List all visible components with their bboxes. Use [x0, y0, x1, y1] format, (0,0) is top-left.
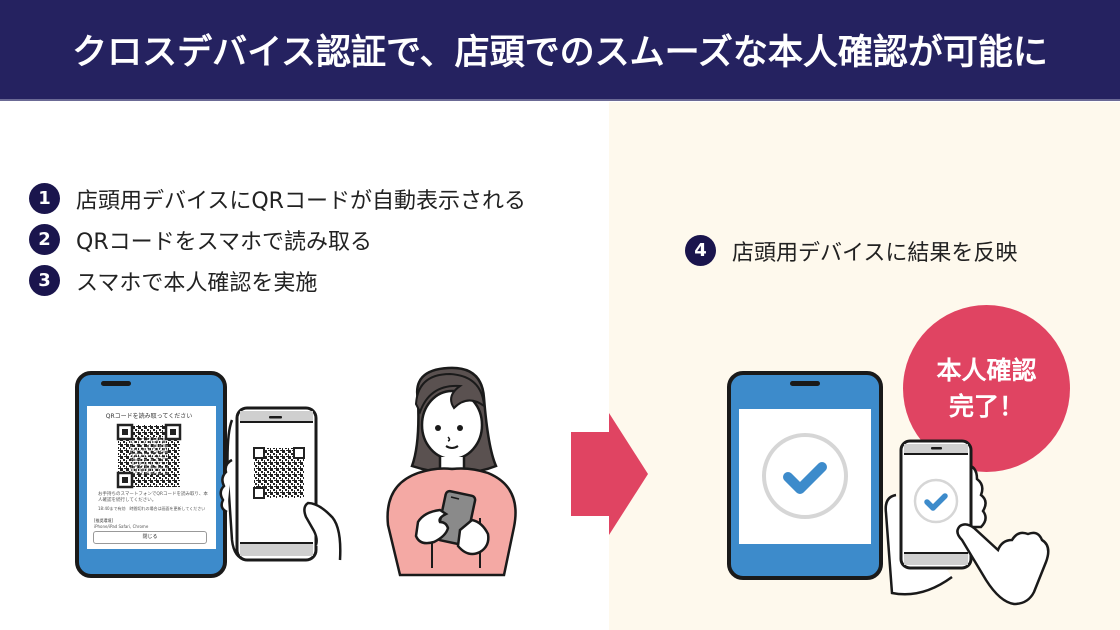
page-header: クロスデバイス認証で、店頭でのスムーズな本人確認が可能に: [0, 0, 1120, 101]
step-label-3: スマホで本人確認を実施: [76, 270, 318, 296]
badge-line-2: 完了！: [948, 391, 1024, 421]
steps-list: 1 店頭用デバイスにQRコードが自動表示される 2 QRコードをスマホで読み取る…: [29, 178, 526, 301]
step-number-1: 1: [29, 183, 60, 214]
woman-using-phone-icon: [386, 366, 517, 577]
verification-complete-badge: 本人確認 完了！: [903, 305, 1070, 472]
step-label-1: 店頭用デバイスにQRコードが自動表示される: [76, 188, 526, 214]
qr-screen-note: お手持ちのスマートフォンでQRコードを読み取り、本人確認を続行してください。: [98, 492, 208, 503]
step-number-4: 4: [685, 235, 716, 266]
qr-code-icon: [116, 423, 182, 489]
step-1: 1 店頭用デバイスにQRコードが自動表示される: [29, 178, 526, 219]
store-tablet-complete-icon: [727, 371, 883, 580]
qr-screen-expiry: 18:40まで有効 時間切れの場合は画面を更新してください: [98, 506, 206, 511]
smartphone-qr-icon: [219, 406, 342, 562]
step-label-2: QRコードをスマホで読み取る: [76, 229, 372, 255]
step-number-3: 3: [29, 265, 60, 296]
step-4: 4 店頭用デバイスに結果を反映: [685, 230, 1017, 271]
arrow-right-icon: [571, 413, 648, 535]
qr-screen-env-value: iPhone/iPad Safari, Chrome: [94, 524, 149, 529]
step-number-2: 2: [29, 224, 60, 255]
step-3: 3 スマホで本人確認を実施: [29, 260, 526, 301]
qr-screen-env-label: [推奨環境]: [94, 518, 114, 523]
badge-line-1: 本人確認: [936, 355, 1037, 385]
qr-close-button[interactable]: 閉じる: [93, 531, 207, 544]
step-2: 2 QRコードをスマホで読み取る: [29, 219, 526, 260]
step-label-4: 店頭用デバイスに結果を反映: [732, 240, 1018, 266]
page-title: クロスデバイス認証で、店頭でのスムーズな本人確認が可能に: [72, 33, 1048, 73]
qr-screen-title: QRコードを読み取ってください: [105, 413, 193, 420]
